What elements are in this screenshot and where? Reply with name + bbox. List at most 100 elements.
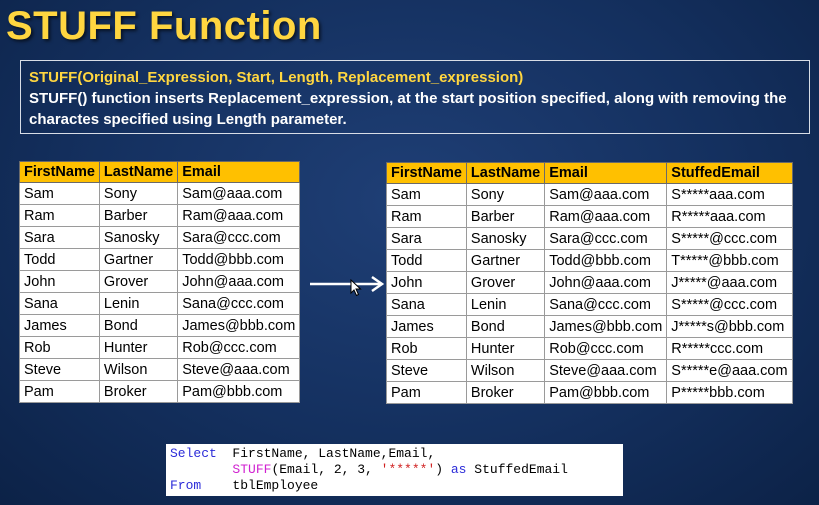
table-cell: Sana — [19, 292, 100, 315]
sql-keyword: From — [170, 478, 202, 493]
table-cell: Sara@ccc.com — [544, 227, 668, 250]
table-cell: John — [19, 270, 100, 293]
table-cell: Steve@aaa.com — [177, 358, 301, 381]
table-cell: J*****s@bbb.com — [666, 315, 793, 338]
table-cell: S*****e@aaa.com — [666, 359, 793, 382]
table-cell: S*****@ccc.com — [666, 227, 793, 250]
table-cell: P*****bbb.com — [666, 381, 793, 404]
table-cell: Rob@ccc.com — [177, 336, 301, 359]
table-cell: Gartner — [465, 249, 546, 272]
function-signature: STUFF(Original_Expression, Start, Length… — [29, 69, 524, 86]
table-cell: Steve@aaa.com — [544, 359, 668, 382]
sql-text: ) — [435, 462, 451, 477]
table-cell: Grover — [98, 270, 179, 293]
table-cell: Todd@bbb.com — [544, 249, 668, 272]
table-cell: Sam — [386, 183, 467, 206]
column-header: StuffedEmail — [666, 162, 793, 184]
sql-keyword: Select — [170, 446, 217, 461]
table-cell: Sara@ccc.com — [177, 226, 301, 249]
table-cell: Barber — [98, 204, 179, 227]
table-cell: Pam@bbb.com — [177, 380, 301, 403]
table-cell: Sanosky — [98, 226, 179, 249]
table-cell: Rob — [386, 337, 467, 360]
table-cell: S*****aaa.com — [666, 183, 793, 206]
column-header: LastName — [465, 162, 546, 184]
table-cell: Broker — [98, 380, 179, 403]
table-cell: James — [19, 314, 100, 337]
table-cell: Rob@ccc.com — [544, 337, 668, 360]
sql-indent — [170, 462, 232, 477]
table-cell: Hunter — [465, 337, 546, 360]
column-header: FirstName — [386, 162, 467, 184]
sql-string: '*****' — [380, 462, 436, 477]
sql-text: (Email, 2, 3, — [271, 462, 381, 477]
table-cell: James — [386, 315, 467, 338]
table-cell: Bond — [98, 314, 179, 337]
column-header: Email — [544, 162, 668, 184]
table-cell: Sana@ccc.com — [544, 293, 668, 316]
slide-title: STUFF Function — [6, 4, 322, 48]
table-cell: Pam@bbb.com — [544, 381, 668, 404]
mouse-pointer-icon — [350, 279, 362, 297]
table-cell: Hunter — [98, 336, 179, 359]
sql-line-3: From tblEmployee — [170, 478, 619, 494]
table-cell: Sam@aaa.com — [544, 183, 668, 206]
table-cell: Sony — [98, 182, 179, 205]
table-cell: James@bbb.com — [544, 315, 668, 338]
table-cell: Todd@bbb.com — [177, 248, 301, 271]
table-cell: Steve — [386, 359, 467, 382]
sql-line-2: STUFF(Email, 2, 3, '*****') as StuffedEm… — [170, 462, 619, 478]
table-cell: Pam — [386, 381, 467, 404]
table-cell: Sana — [386, 293, 467, 316]
table-cell: Lenin — [98, 292, 179, 315]
table-cell: J*****@aaa.com — [666, 271, 793, 294]
column-header: LastName — [98, 161, 179, 183]
table-cell: Ram@aaa.com — [544, 205, 668, 228]
table-cell: T*****@bbb.com — [666, 249, 793, 272]
sql-text: tblEmployee — [201, 478, 319, 493]
table-cell: John — [386, 271, 467, 294]
table-cell: Sam@aaa.com — [177, 182, 301, 205]
table-cell: Bond — [465, 315, 546, 338]
table-cell: Broker — [465, 381, 546, 404]
column-header: FirstName — [19, 161, 100, 183]
table-cell: Steve — [19, 358, 100, 381]
table-cell: Wilson — [465, 359, 546, 382]
table-cell: R*****aaa.com — [666, 205, 793, 228]
right-arrow-icon — [310, 275, 385, 293]
table-cell: Sony — [465, 183, 546, 206]
table-cell: Sara — [19, 226, 100, 249]
table-cell: Ram — [386, 205, 467, 228]
table-cell: Ram — [19, 204, 100, 227]
table-cell: Sana@ccc.com — [177, 292, 301, 315]
table-cell: R*****ccc.com — [666, 337, 793, 360]
table-cell: James@bbb.com — [177, 314, 301, 337]
table-cell: Todd — [386, 249, 467, 272]
table-cell: Sanosky — [465, 227, 546, 250]
table-cell: Wilson — [98, 358, 179, 381]
table-cell: John@aaa.com — [544, 271, 668, 294]
